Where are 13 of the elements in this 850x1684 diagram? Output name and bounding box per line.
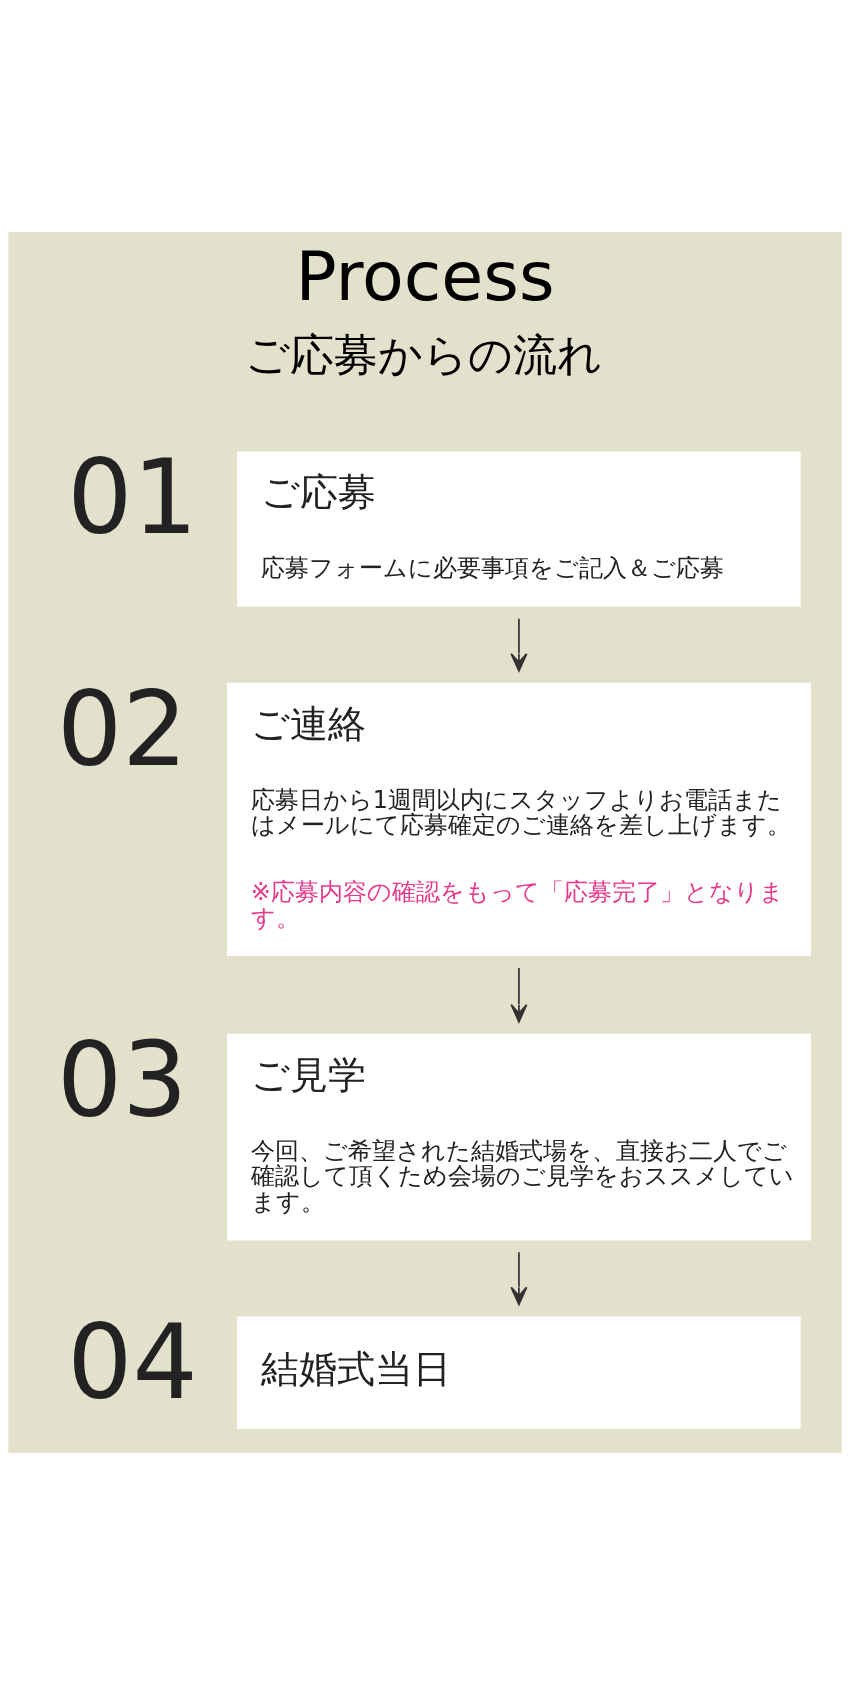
node-label: 04: [67, 1302, 198, 1422]
arrow: [510, 617, 528, 672]
node-box: 結婚式当日: [237, 1315, 801, 1429]
arrow: [510, 966, 528, 1023]
node-label: 03: [56, 1020, 188, 1140]
node-box: ご応募 応募フォームに必要事項をご記入＆ご応募: [237, 450, 801, 607]
node-box: ご連絡 応募日から1週間以内にスタッフよりお電話またはメールにて応募確定のご連絡を差し上げます。 ※応募内容の確認をもって「応募完了」となります。: [226, 682, 811, 956]
node-box: ご見学 今回、ご希望された結婚式場を、直接お二人でご確認して頂くため会場のご見学をおススメしています。: [226, 1033, 811, 1240]
node-label: 01: [67, 437, 198, 557]
diagram-title: Process: [295, 236, 555, 316]
arrow: [510, 1251, 528, 1305]
label: ご応募からの流れ: [244, 328, 602, 380]
node-label: 02: [56, 669, 188, 789]
